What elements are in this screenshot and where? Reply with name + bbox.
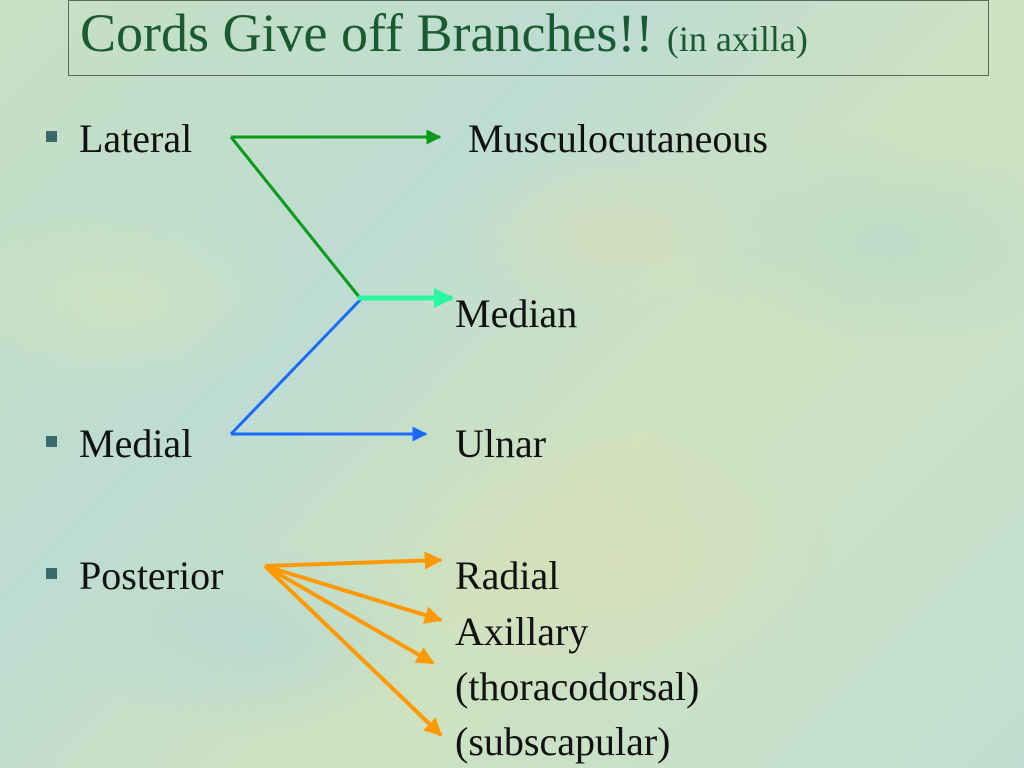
arrow-posterior-to-radial [264,551,443,570]
branch-thoracodorsal: (thoracodorsal) [455,664,700,709]
title-main: Cords Give off Branches!! [80,3,654,63]
branch-median: Median [455,291,578,336]
branch-radial: Radial [455,553,560,598]
branch-ulnar: Ulnar [455,421,547,466]
slide-title: Cords Give off Branches!! (in axilla) [80,2,808,64]
line-lateral-to-median-junction [229,136,362,299]
branch-musculocutaneous: Musculocutaneous [468,116,768,161]
arrow-posterior-to-subscapular [263,564,443,737]
branch-axillary: Axillary [455,609,589,654]
bullet-icon [46,568,57,580]
arrow-posterior-to-thoracodorsal [263,564,435,665]
title-subtitle: (in axilla) [666,19,808,59]
cord-medial: Medial [46,420,192,467]
bullet-icon [46,131,57,143]
cord-medial-label: Medial [79,421,193,466]
branch-subscapular: (subscapular) [455,719,671,764]
bullet-icon [46,436,57,448]
title-box [68,0,989,76]
arrow-posterior-to-axillary [264,564,443,624]
cord-lateral: Lateral [46,115,192,162]
cord-posterior: Posterior [46,552,223,599]
line-medial-to-median-junction [229,296,364,436]
cord-posterior-label: Posterior [79,553,224,598]
cord-lateral-label: Lateral [79,116,193,161]
